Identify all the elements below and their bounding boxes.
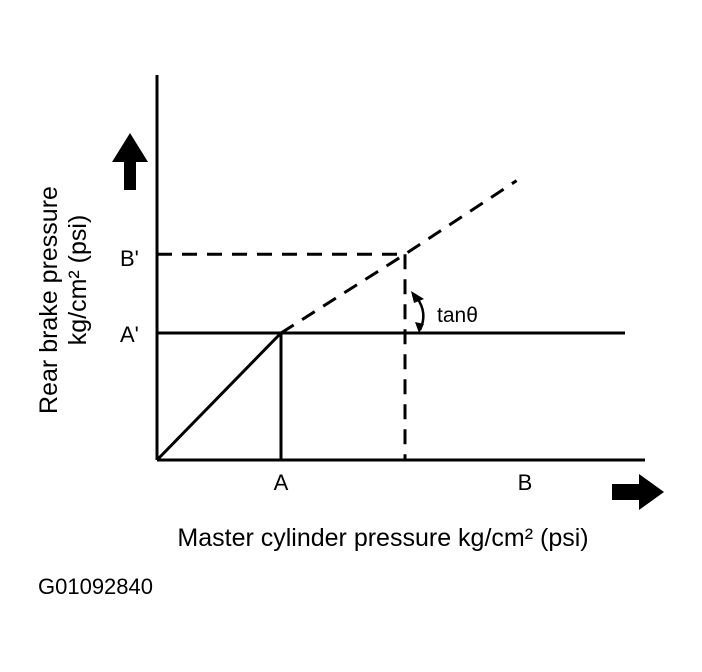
y-tick-label-b-prime: B' xyxy=(120,246,139,271)
slope-annotation: tanθ xyxy=(437,304,478,327)
y-axis-title: Rear brake pressure xyxy=(35,186,63,414)
x-tick-label-a: A xyxy=(274,470,289,495)
up-arrow xyxy=(112,133,148,190)
x-tick-label-b: B xyxy=(518,470,533,495)
figure-id: G01092840 xyxy=(38,574,153,599)
pressure-line-dashed xyxy=(280,179,518,335)
y-tick-label-a-prime: A' xyxy=(120,322,139,347)
chart-marks xyxy=(112,75,664,510)
pressure-line-solid xyxy=(155,331,283,462)
right-arrow xyxy=(612,474,664,510)
y-axis-unit: kg/cm² (psi) xyxy=(64,215,92,346)
theta-arc-arrowhead-bottom xyxy=(415,322,424,333)
x-axis-title: Master cylinder pressure kg/cm² (psi) xyxy=(177,524,588,552)
theta-arc-arrowhead-top xyxy=(411,291,424,303)
